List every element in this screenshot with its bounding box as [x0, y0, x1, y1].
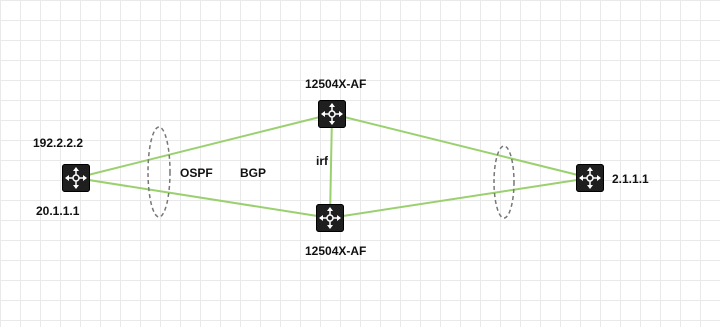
ospf-label: OSPF	[180, 166, 213, 180]
ospf-ring-left	[147, 126, 171, 218]
router-icon	[579, 167, 601, 189]
link-bottom-right	[329, 177, 591, 219]
left-router-ip-bottom: 20.1.1.1	[36, 204, 80, 218]
top-router-name: 12504X-AF	[305, 77, 367, 91]
bottom-router-name: 12504X-AF	[305, 244, 367, 258]
router-bottom[interactable]	[316, 204, 344, 232]
router-icon	[319, 207, 341, 229]
router-left[interactable]	[62, 164, 90, 192]
link-irf	[329, 113, 333, 219]
router-top[interactable]	[318, 100, 346, 128]
router-right[interactable]	[576, 164, 604, 192]
left-router-ip-top: 192.2.2.2	[33, 136, 84, 150]
link-left-bottom	[75, 177, 331, 219]
bgp-ring-right	[493, 145, 515, 219]
router-icon	[65, 167, 87, 189]
link-top-right	[331, 113, 591, 179]
router-icon	[321, 103, 343, 125]
link-left-top	[75, 113, 333, 179]
bgp-label: BGP	[240, 166, 267, 180]
irf-label: irf	[316, 154, 328, 168]
right-router-ip: 2.1.1.1	[612, 172, 649, 186]
